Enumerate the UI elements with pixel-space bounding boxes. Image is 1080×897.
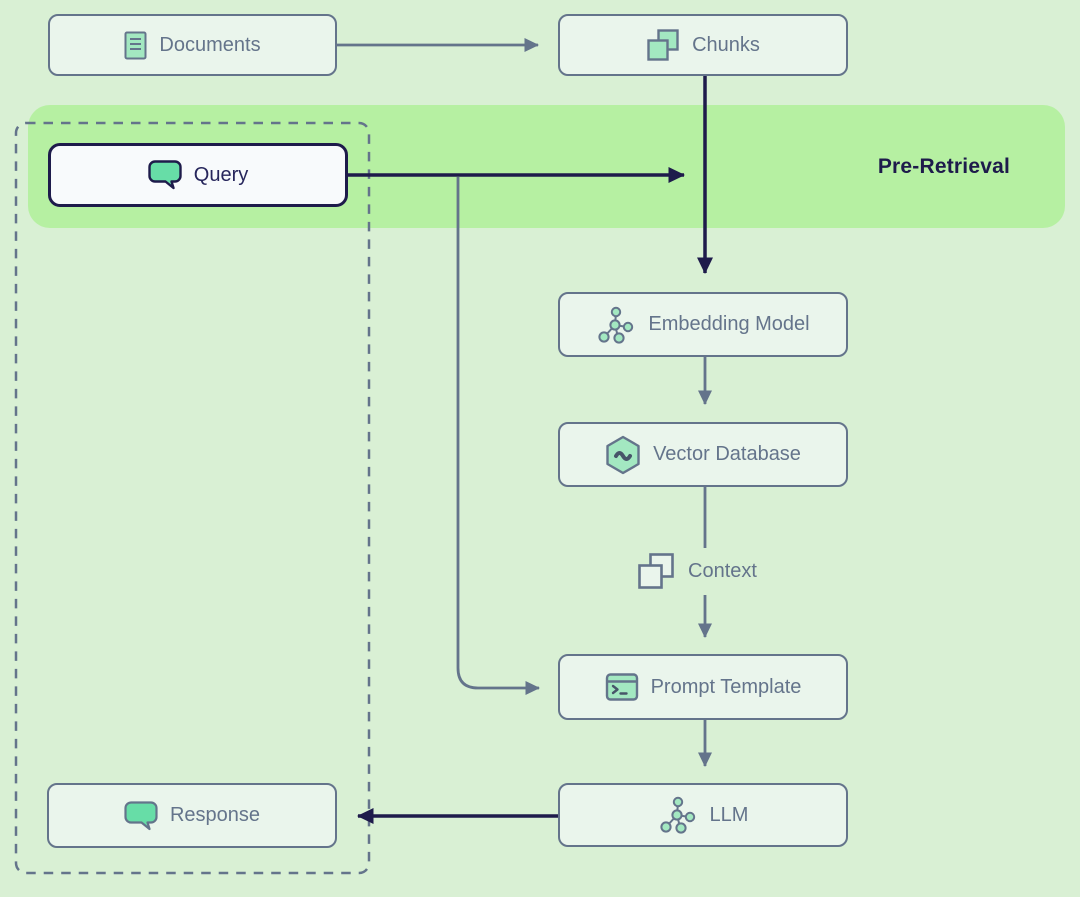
network-icon xyxy=(658,795,698,835)
chunks-icon xyxy=(646,28,680,62)
network-icon xyxy=(596,305,636,345)
edge-query-prompt-template xyxy=(456,177,540,695)
node-response[interactable]: Response xyxy=(47,783,337,848)
user-zone-dashed-border xyxy=(14,121,371,875)
node-embedding-model-label: Embedding Model xyxy=(648,313,810,335)
vector-hexagon-icon xyxy=(605,435,641,475)
context-label-group: Context xyxy=(636,549,757,593)
node-chunks-label: Chunks xyxy=(692,33,760,56)
node-documents[interactable]: Documents xyxy=(48,14,337,76)
node-prompt-template-label: Prompt Template xyxy=(650,675,802,698)
context-chunks-outline-icon xyxy=(636,551,676,591)
node-embedding-model[interactable]: Embedding Model xyxy=(558,292,848,357)
chat-bubble-icon xyxy=(124,800,158,831)
node-prompt-template[interactable]: Prompt Template xyxy=(558,654,848,720)
node-llm-label: LLM xyxy=(709,803,749,826)
node-chunks[interactable]: Chunks xyxy=(558,14,848,76)
chat-bubble-icon xyxy=(148,160,182,190)
node-vector-database-label: Vector Database xyxy=(653,443,801,465)
node-documents-label: Documents xyxy=(159,33,261,56)
terminal-icon xyxy=(605,672,639,702)
node-llm[interactable]: LLM xyxy=(558,783,848,847)
node-query-label: Query xyxy=(193,163,249,186)
pre-retrieval-label: Pre-Retrieval xyxy=(877,154,1010,178)
node-vector-database[interactable]: Vector Database xyxy=(558,422,848,487)
node-response-label: Response xyxy=(169,804,261,826)
document-icon xyxy=(124,31,147,60)
node-query[interactable]: Query xyxy=(48,143,348,207)
context-label: Context xyxy=(688,559,757,582)
